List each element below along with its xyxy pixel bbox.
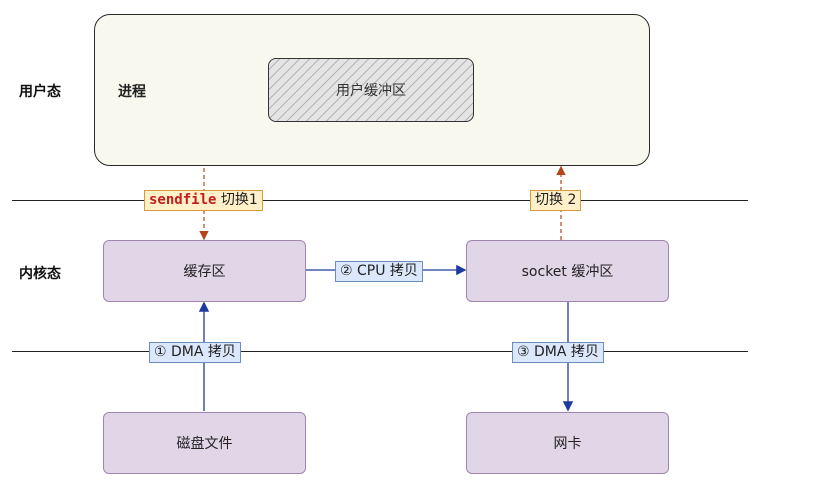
disk-file-box: 磁盘文件: [103, 412, 306, 474]
dma-copy-3-label: ③ DMA 拷贝: [517, 344, 599, 360]
user-buffer-box: 用户缓冲区: [268, 58, 474, 122]
switch2-tag: 切换 2: [530, 190, 582, 211]
sendfile-keyword: sendfile: [149, 192, 217, 208]
page-cache-box: 缓存区: [103, 240, 306, 302]
process-label: 进程: [118, 84, 146, 100]
socket-buffer-label: socket 缓冲区: [521, 264, 614, 280]
nic-box: 网卡: [466, 412, 669, 474]
switch1-label: 切换1: [216, 192, 258, 208]
socket-buffer-box: socket 缓冲区: [466, 240, 669, 302]
dma-copy-1-label: ① DMA 拷贝: [154, 344, 236, 360]
page-cache-label: 缓存区: [183, 264, 226, 280]
nic-label: 网卡: [553, 436, 582, 452]
user-mode-label: 用户态: [19, 84, 61, 100]
dma-copy-3-tag: ③ DMA 拷贝: [512, 342, 604, 363]
disk-file-label: 磁盘文件: [176, 436, 233, 452]
switch2-label: 切换 2: [535, 192, 577, 208]
cpu-copy-2-tag: ② CPU 拷贝: [335, 261, 423, 282]
kernel-hardware-divider: [12, 351, 748, 352]
sendfile-switch-tag: sendfile 切换1: [144, 190, 263, 211]
user-buffer-label: 用户缓冲区: [336, 83, 406, 99]
kernel-mode-label: 内核态: [19, 266, 61, 282]
cpu-copy-2-label: ② CPU 拷贝: [340, 263, 418, 279]
user-kernel-divider: [12, 200, 748, 201]
dma-copy-1-tag: ① DMA 拷贝: [149, 342, 241, 363]
